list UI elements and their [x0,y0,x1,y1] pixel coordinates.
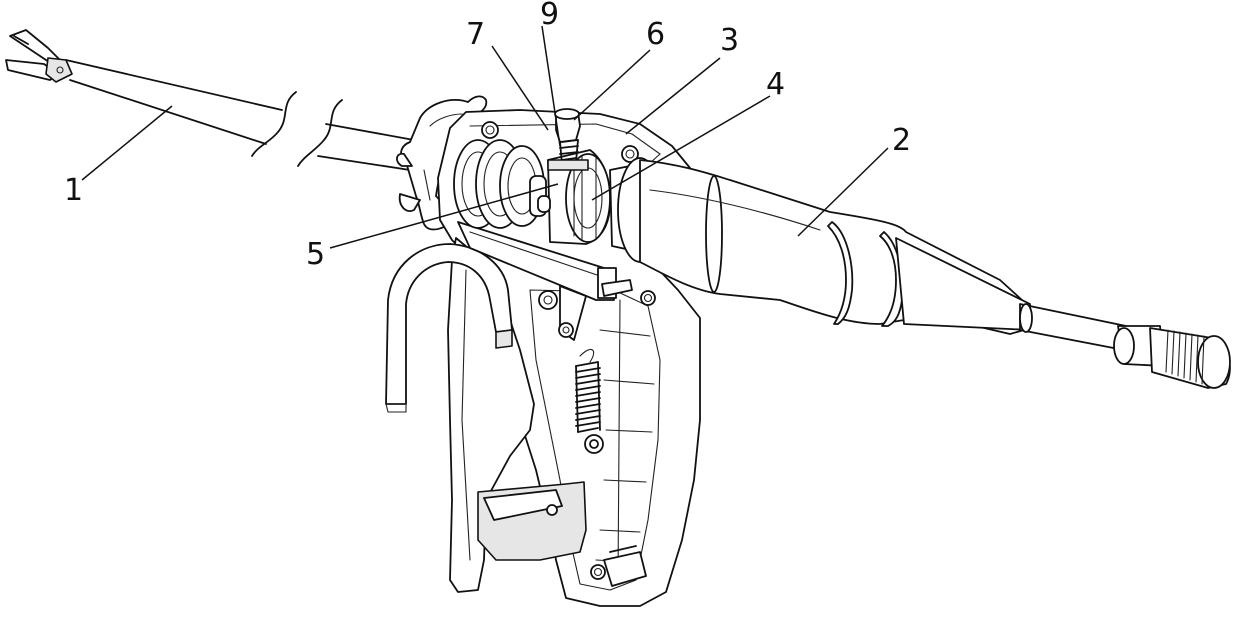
callout-2: 2 [892,123,911,158]
callout-5: 5 [306,237,325,272]
leader-1 [82,106,172,180]
callout-7: 7 [466,17,485,52]
shaft-part-1 [6,30,414,170]
callout-9: 9 [540,0,559,32]
leader-3 [626,58,720,134]
callout-3: 3 [720,23,739,58]
barrel-part-2 [610,158,1230,388]
callout-6: 6 [646,17,665,52]
callout-1: 1 [64,173,83,208]
leader-6 [574,50,650,120]
callout-4: 4 [766,67,785,102]
